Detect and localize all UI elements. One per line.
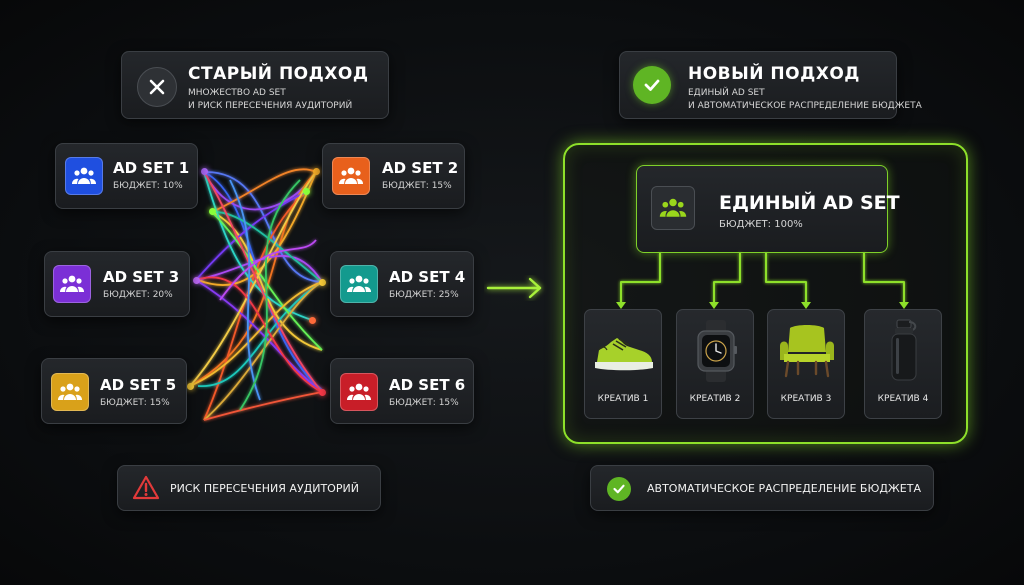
ad-set-title: AD SET 1 xyxy=(113,159,190,177)
ad-set-title: AD SET 3 xyxy=(103,268,180,286)
audience-icon xyxy=(340,265,378,303)
audience-icon xyxy=(53,265,91,303)
ad-set-budget: БЮДЖЕТ: 10% xyxy=(113,181,183,191)
unified-ad-set-budget: БЮДЖЕТ: 100% xyxy=(719,219,803,230)
creative-card-1: КРЕАТИВ 1 xyxy=(584,309,662,419)
ad-set-budget: БЮДЖЕТ: 15% xyxy=(389,398,459,408)
creative-card-4: КРЕАТИВ 4 xyxy=(864,309,942,419)
ad-set-title: AD SET 6 xyxy=(389,376,466,394)
unified-ad-set-title: ЕДИНЫЙ AD SET xyxy=(719,192,900,214)
creative-label: КРЕАТИВ 1 xyxy=(597,394,649,404)
auto-budget-text: АВТОМАТИЧЕСКОЕ РАСПРЕДЕЛЕНИЕ БЮДЖЕТА xyxy=(647,482,921,495)
audience-icon xyxy=(65,157,103,195)
new-approach-subtitle: ЕДИНЫЙ AD SET И АВТОМАТИЧЕСКОЕ РАСПРЕДЕЛ… xyxy=(688,88,922,111)
audience-icon xyxy=(340,373,378,411)
creative-label: КРЕАТИВ 4 xyxy=(877,394,929,404)
overlap-risk-footer: РИСК ПЕРЕСЕЧЕНИЯ АУДИТОРИЙ xyxy=(117,465,381,511)
connector-dot xyxy=(309,317,316,324)
old-approach-subtitle: МНОЖЕСТВО AD SET И РИСК ПЕРЕСЕЧЕНИЯ АУДИ… xyxy=(188,88,353,111)
audience-icon xyxy=(332,157,370,195)
checkmark-icon xyxy=(633,66,671,104)
ad-set-budget: БЮДЖЕТ: 25% xyxy=(389,290,459,300)
connector-dot xyxy=(319,279,326,286)
ad-set-title: AD SET 2 xyxy=(382,159,459,177)
ad-set-card-3: AD SET 3 БЮДЖЕТ: 20% xyxy=(44,251,190,317)
ad-set-budget: БЮДЖЕТ: 20% xyxy=(103,290,173,300)
creative-card-3: КРЕАТИВ 3 xyxy=(767,309,845,419)
creative-label: КРЕАТИВ 2 xyxy=(689,394,741,404)
connector-dot xyxy=(201,168,208,175)
audience-icon xyxy=(51,373,89,411)
sneaker-icon xyxy=(595,338,653,371)
connector-dot xyxy=(303,188,310,195)
water-bottle-icon xyxy=(891,319,917,381)
unified-ad-set-card: ЕДИНЫЙ AD SET БЮДЖЕТ: 100% xyxy=(636,165,900,253)
checkmark-icon xyxy=(607,477,631,501)
armchair-icon xyxy=(780,325,834,378)
creative-card-2: КРЕАТИВ 2 xyxy=(676,309,754,419)
overlap-risk-text: РИСК ПЕРЕСЕЧЕНИЯ АУДИТОРИЙ xyxy=(170,482,359,495)
connector-dot xyxy=(187,383,194,390)
new-approach-header: НОВЫЙ ПОДХОД ЕДИНЫЙ AD SET И АВТОМАТИЧЕС… xyxy=(619,51,922,119)
ad-set-title: AD SET 5 xyxy=(100,376,177,394)
ad-set-budget: БЮДЖЕТ: 15% xyxy=(382,181,452,191)
ad-set-budget: БЮДЖЕТ: 15% xyxy=(100,398,170,408)
connector-dot xyxy=(193,277,200,284)
ad-set-title: AD SET 4 xyxy=(389,268,466,286)
old-approach-title: СТАРЫЙ ПОДХОД xyxy=(188,64,369,84)
ad-set-card-4: AD SET 4 БЮДЖЕТ: 25% xyxy=(330,251,474,317)
ad-set-card-1: AD SET 1 БЮДЖЕТ: 10% xyxy=(55,143,198,209)
connector-dot xyxy=(313,168,320,175)
arrow-right-icon xyxy=(486,277,542,299)
auto-budget-footer: АВТОМАТИЧЕСКОЕ РАСПРЕДЕЛЕНИЕ БЮДЖЕТА xyxy=(590,465,934,511)
connector-dot xyxy=(209,208,216,215)
smartwatch-icon xyxy=(697,320,737,382)
audience-icon xyxy=(651,186,695,230)
connector-dot xyxy=(319,389,326,396)
warning-icon xyxy=(132,475,160,500)
ad-set-card-6: AD SET 6 БЮДЖЕТ: 15% xyxy=(330,358,474,424)
ad-set-card-5: AD SET 5 БЮДЖЕТ: 15% xyxy=(41,358,187,424)
close-icon xyxy=(137,67,177,107)
ad-set-card-2: AD SET 2 БЮДЖЕТ: 15% xyxy=(322,143,465,209)
creative-label: КРЕАТИВ 3 xyxy=(780,394,832,404)
new-approach-title: НОВЫЙ ПОДХОД xyxy=(688,64,860,84)
old-approach-header: СТАРЫЙ ПОДХОД МНОЖЕСТВО AD SET И РИСК ПЕ… xyxy=(121,51,389,119)
